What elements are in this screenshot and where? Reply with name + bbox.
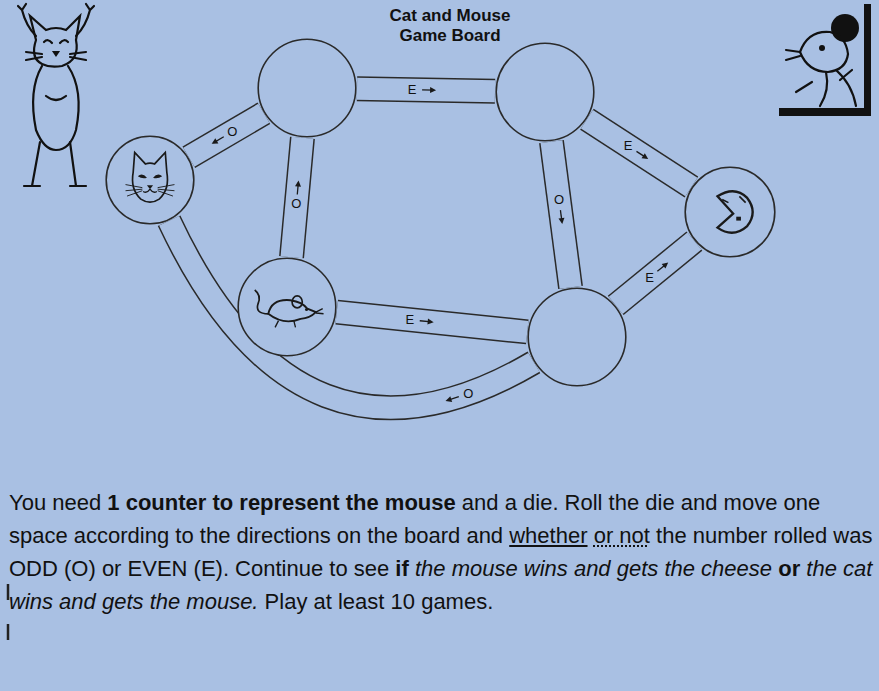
space-outline (237, 257, 337, 357)
move-label: O (225, 125, 239, 139)
instruction-phrase: whether (509, 523, 587, 548)
board-space (105, 135, 195, 225)
space-circle (528, 288, 626, 386)
board-path (337, 312, 528, 332)
arrow-head (427, 319, 433, 325)
board-path (587, 119, 691, 187)
cat-cartoon (18, 4, 94, 186)
path-outline (337, 312, 528, 332)
path-lane (357, 89, 495, 91)
arrow-head (642, 153, 649, 159)
board-space (495, 42, 595, 142)
mouse-picture (255, 290, 324, 327)
board-path (357, 87, 495, 93)
path-outline (357, 89, 495, 91)
cat-picture (126, 152, 175, 202)
move-label: O (289, 197, 303, 211)
instruction-phrase: 1 counter to represent the mouse (107, 490, 455, 515)
instruction-phrase: Play at least 10 games. (265, 589, 494, 614)
path-lane (551, 142, 570, 288)
arrow-head (446, 396, 453, 402)
board-path (189, 113, 264, 157)
board-path (169, 221, 534, 408)
arrow-head (430, 87, 436, 93)
move-label: E (643, 271, 656, 285)
path-lane (616, 241, 695, 305)
instruction-phrase: or (778, 556, 800, 581)
board-space (684, 166, 776, 258)
path-lane (169, 221, 534, 408)
space-circle (238, 258, 336, 356)
move-label: E (622, 139, 635, 153)
space-circle (106, 136, 194, 224)
board-path (616, 241, 695, 305)
space-circle (685, 167, 775, 257)
board-space (237, 257, 337, 357)
arrow-head (295, 181, 301, 187)
instruction-phrase: if (395, 556, 408, 581)
mouse-cartoon (779, 4, 871, 116)
path-lane (189, 113, 264, 157)
path-outline (551, 142, 570, 288)
board-path (551, 142, 570, 288)
path-lane (587, 119, 691, 187)
arrow-head (212, 138, 219, 144)
board-space (257, 38, 357, 138)
arrow-head (662, 262, 669, 268)
space-outline (527, 287, 627, 387)
board-title: Cat and Mouse Game Board (376, 6, 524, 46)
space-outline (105, 135, 195, 225)
path-outline (587, 119, 691, 187)
instruction-phrase: or not (594, 523, 650, 548)
space-circle (258, 39, 356, 137)
move-label: O (461, 387, 475, 401)
space-outline (495, 42, 595, 142)
cheese-picture (717, 191, 752, 232)
path-outline (189, 113, 264, 157)
space-outline (684, 166, 776, 258)
instruction-phrase: You need (9, 490, 101, 515)
move-label: O (552, 193, 566, 207)
instruction-phrase: the mouse wins and gets the cheese (415, 556, 772, 581)
space-outline (257, 38, 357, 138)
space-circle (496, 43, 594, 141)
move-label: E (406, 83, 419, 97)
board-space (527, 287, 627, 387)
text-cursor-marks (7, 584, 10, 640)
path-lane (337, 312, 528, 332)
arrow-head (558, 218, 564, 224)
instructions-text: You need 1 counter to represent the mous… (9, 486, 873, 618)
path-outline (169, 221, 534, 408)
path-outline (616, 241, 695, 305)
move-label: E (403, 313, 416, 327)
